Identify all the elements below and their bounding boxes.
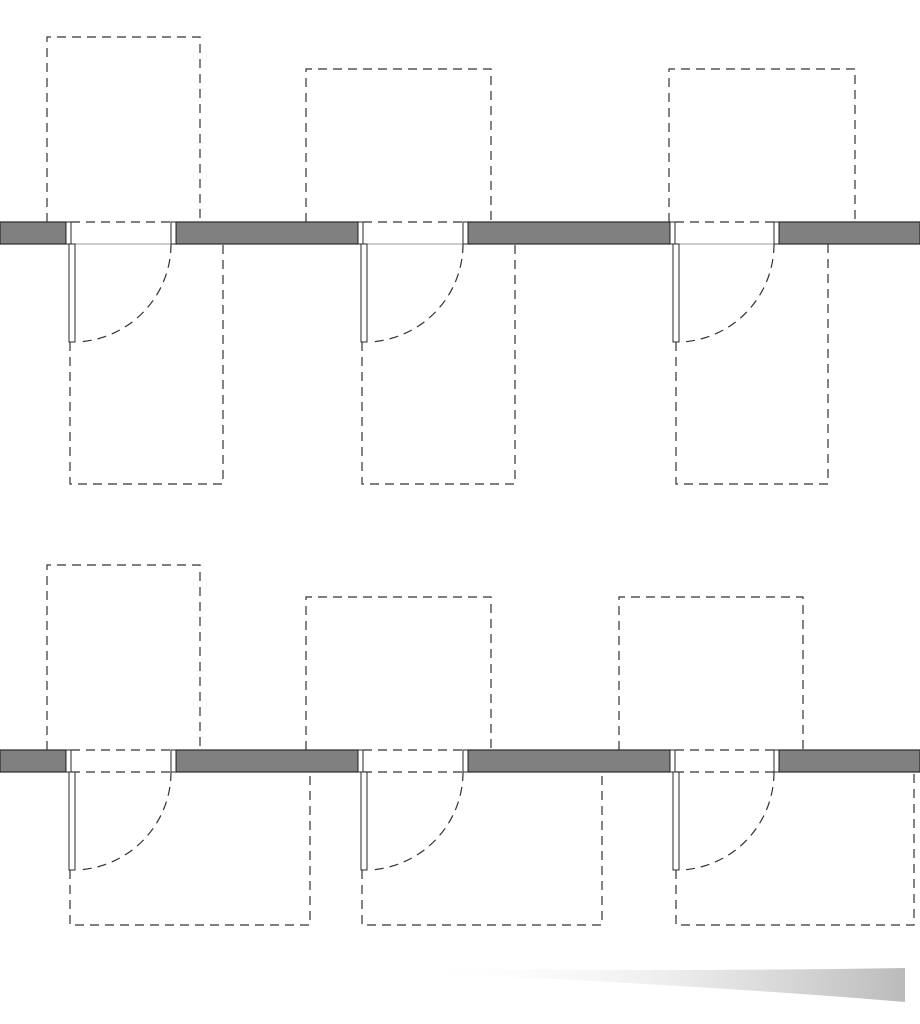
door-jamb — [65, 749, 72, 773]
door-rows — [0, 36, 920, 926]
door-jamb — [170, 221, 177, 245]
door-1 — [46, 36, 224, 485]
wall-segment — [175, 221, 359, 245]
clearance-zone-push-side — [46, 564, 201, 750]
door-3 — [668, 68, 856, 485]
door-swing-arc — [77, 243, 172, 343]
door-6 — [618, 596, 915, 926]
door-leaf — [672, 243, 680, 343]
door-jamb — [170, 749, 177, 773]
wall-segment — [175, 749, 359, 773]
door-jamb — [669, 221, 676, 245]
door-swing-arc — [681, 771, 775, 871]
clearance-zone-push-side — [305, 596, 492, 750]
door-swing-arc — [369, 243, 464, 343]
clearance-zone-push-side — [46, 36, 201, 222]
wall-segment — [467, 749, 671, 773]
door-swing-arc — [681, 243, 775, 343]
door-jamb — [462, 749, 469, 773]
clearance-zone-pull-side — [361, 244, 516, 485]
door-jamb — [462, 221, 469, 245]
door-jamb — [357, 221, 364, 245]
door-swing-arc — [77, 771, 172, 871]
clearance-zone-pull-side — [69, 244, 224, 485]
door-5 — [305, 596, 603, 926]
clearance-zone-pull-side — [675, 244, 829, 485]
door-leaf — [672, 771, 680, 871]
door-4 — [46, 564, 311, 926]
door-leaf — [68, 243, 76, 343]
door-jamb — [773, 221, 780, 245]
door-swing-arc — [369, 771, 464, 871]
door-2 — [305, 68, 516, 485]
door-jamb — [773, 749, 780, 773]
clearance-zone-push-side — [668, 68, 856, 222]
clearance-zone-pull-side — [69, 772, 311, 926]
door-leaf — [68, 771, 76, 871]
door-leaf — [360, 243, 368, 343]
clearance-zone-pull-side — [361, 772, 603, 926]
door-jamb — [65, 221, 72, 245]
wall-segment — [778, 749, 920, 773]
door-row-2 — [0, 564, 920, 926]
clearance-zone-push-side — [305, 68, 492, 222]
door-jamb — [357, 749, 364, 773]
wall-segment — [778, 221, 920, 245]
clearance-zone-push-side — [618, 596, 804, 750]
door-jamb — [669, 749, 676, 773]
door-leaf — [360, 771, 368, 871]
wall-segment — [0, 221, 67, 245]
page-shadow — [412, 968, 905, 1002]
wall-segment — [467, 221, 671, 245]
door-row-1 — [0, 36, 920, 485]
wall-segment — [0, 749, 67, 773]
clearance-zone-pull-side — [675, 772, 915, 926]
